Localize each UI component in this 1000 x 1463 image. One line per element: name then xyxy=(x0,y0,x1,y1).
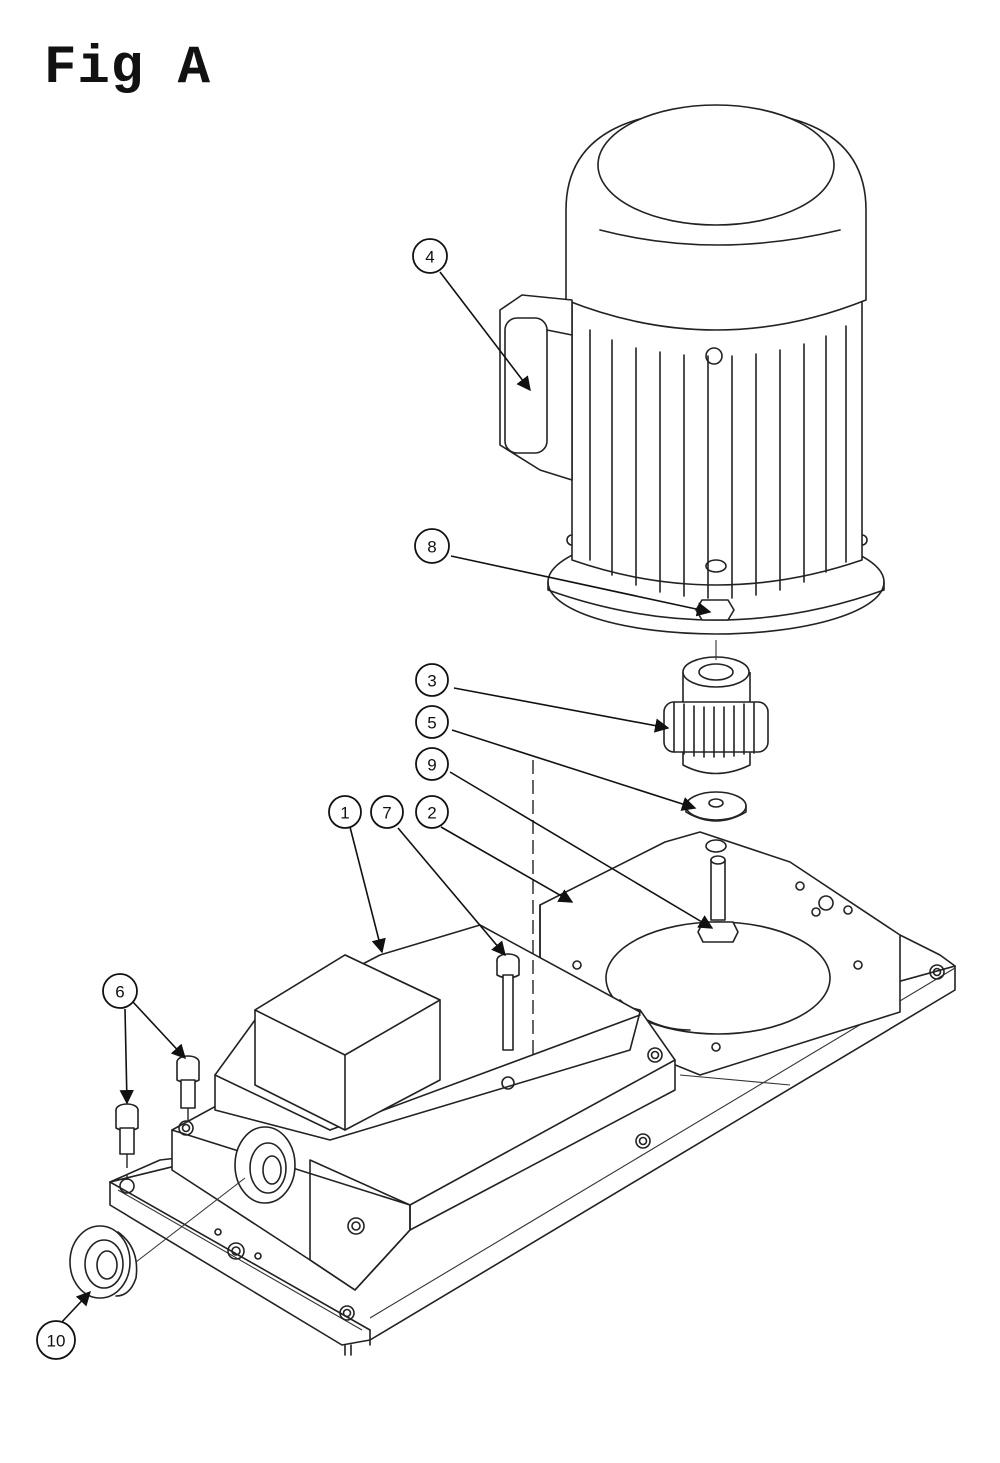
callout-10: 10 xyxy=(36,1320,76,1360)
svg-text:1: 1 xyxy=(340,804,349,823)
shaft-coupling xyxy=(663,640,769,775)
svg-text:9: 9 xyxy=(427,756,436,775)
callout-7: 7 xyxy=(370,795,404,829)
callout-6: 6 xyxy=(102,973,138,1009)
svg-text:5: 5 xyxy=(427,714,436,733)
svg-text:7: 7 xyxy=(382,804,391,823)
svg-text:6: 6 xyxy=(115,983,124,1002)
svg-text:10: 10 xyxy=(47,1332,66,1351)
washer xyxy=(685,791,747,822)
callout-5: 5 xyxy=(415,705,449,739)
callout-4: 4 xyxy=(412,238,448,274)
cap-screw-left xyxy=(115,1103,139,1180)
svg-text:3: 3 xyxy=(427,672,436,691)
svg-text:8: 8 xyxy=(427,538,436,557)
callout-8: 8 xyxy=(414,528,450,564)
cap-screw-right xyxy=(176,1055,200,1124)
cable-gland xyxy=(69,1177,246,1299)
gearbox-housing xyxy=(171,924,676,1291)
svg-text:4: 4 xyxy=(425,248,434,267)
leader-lines xyxy=(59,271,714,1325)
callout-9: 9 xyxy=(415,747,449,781)
svg-text:2: 2 xyxy=(427,804,436,823)
electric-motor xyxy=(499,104,885,635)
callout-2: 2 xyxy=(415,795,449,829)
figure-title: Fig A xyxy=(44,38,212,99)
shaft-seat xyxy=(705,839,727,853)
callout-1: 1 xyxy=(328,795,362,829)
long-bolt xyxy=(496,953,520,1051)
callout-3: 3 xyxy=(415,663,449,697)
